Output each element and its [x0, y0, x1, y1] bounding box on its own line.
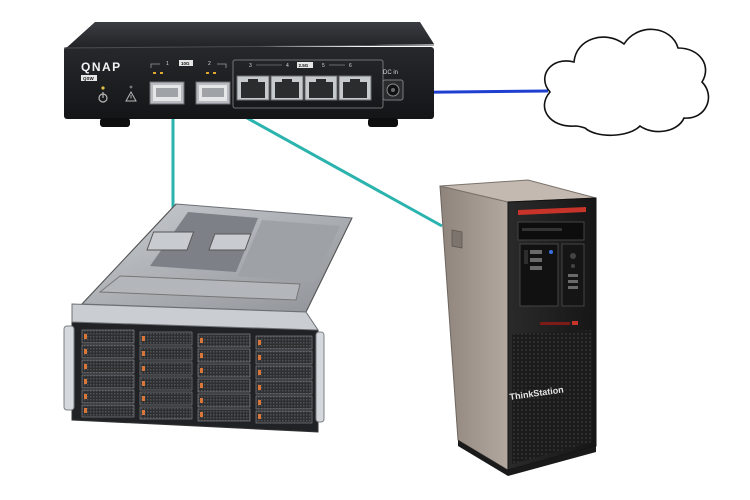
tower-side — [439, 185, 509, 471]
port-2-label: 2 — [208, 61, 211, 67]
badge-2-5g — [297, 62, 313, 68]
server-handle-right — [315, 331, 325, 423]
model-badge-text: QSW — [83, 76, 95, 81]
dc-in-jack — [382, 79, 404, 101]
port-3-label: 3 — [249, 63, 252, 69]
port-4-label: 4 — [286, 63, 289, 69]
port-1-label: 1 — [166, 61, 169, 67]
rj45-port-4 — [270, 75, 304, 101]
model-badge — [81, 75, 97, 81]
server-handle-left — [63, 325, 75, 411]
cable-switch-to-workstation — [219, 101, 443, 228]
rj45-port-6 — [338, 75, 372, 101]
storage-server — [63, 203, 353, 433]
sfp-port-2 — [195, 81, 231, 105]
port-5-label: 5 — [322, 63, 325, 69]
badge-10g — [179, 60, 193, 66]
workstation-tower: ThinkStation — [439, 179, 597, 476]
cloud-icon — [543, 28, 710, 137]
rj45-port-3 — [236, 75, 270, 101]
drive-bays — [81, 329, 313, 424]
badge-10g-text: 10G — [181, 61, 190, 66]
switch-brand: QNAP — [81, 60, 122, 74]
switch-top — [64, 22, 434, 50]
power-icon — [98, 92, 108, 103]
network-switch: QNAP QSW 1 10G 2 — [63, 22, 435, 127]
warning-icon — [125, 90, 137, 102]
badge-2-5g-text: 2.5G — [299, 63, 309, 68]
rj45-port-5 — [304, 75, 338, 101]
sfp-port-1 — [149, 81, 185, 105]
dc-in-label: DC in — [383, 70, 398, 76]
port-6-label: 6 — [349, 63, 352, 69]
